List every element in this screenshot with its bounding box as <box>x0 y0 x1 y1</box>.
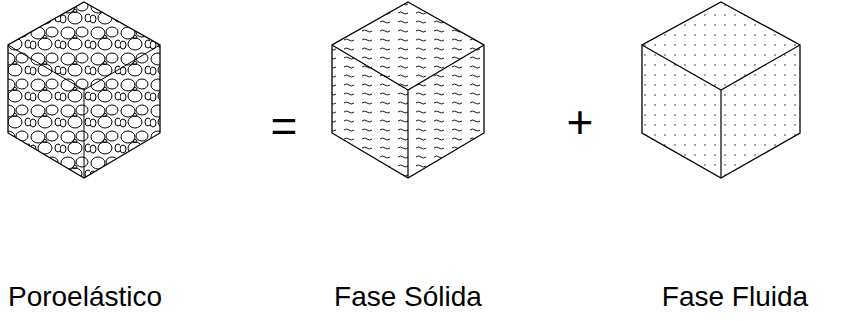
caption-label: Fase Fluida <box>662 283 808 311</box>
plus-sign: + <box>567 99 594 145</box>
poroelastic-cube <box>8 2 160 178</box>
caption-label: Poroelástico <box>8 283 162 311</box>
fluid-phase-cube <box>642 2 800 178</box>
caption-label: Fase Sólida <box>334 283 482 311</box>
equals-sign: = <box>271 103 298 149</box>
solid-phase-cube <box>332 2 484 178</box>
